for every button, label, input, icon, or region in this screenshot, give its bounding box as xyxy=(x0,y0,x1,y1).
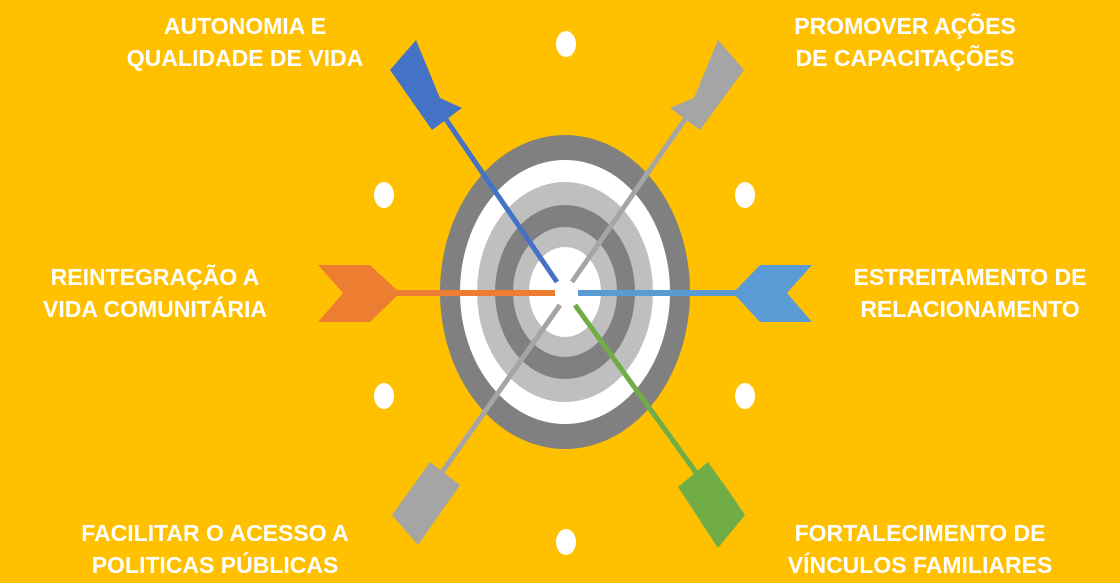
label-fortalecimento-line1: FORTALECIMENTO DE xyxy=(794,520,1046,546)
label-facilitar-line2: POLITICAS PÚBLICAS xyxy=(91,552,339,578)
dot-icon xyxy=(374,182,394,208)
dot-icon xyxy=(374,383,394,409)
label-promover-line1: PROMOVER AÇÕES xyxy=(794,13,1016,39)
dart-arrow-icon-autonomia xyxy=(390,40,560,284)
label-promover: PROMOVER AÇÕES DE CAPACITAÇÕES xyxy=(720,10,1090,74)
label-reintegracao: REINTEGRAÇÃO A VIDA COMUNITÁRIA xyxy=(0,261,310,325)
label-reintegracao-line1: REINTEGRAÇÃO A xyxy=(50,264,260,290)
label-estreitamento: ESTREITAMENTO DE RELACIONAMENTO xyxy=(820,261,1120,325)
arrow-fletching xyxy=(390,40,462,130)
arrow-shaft xyxy=(569,113,691,284)
dart-arrow-icon-reintegracao xyxy=(318,265,555,322)
dart-arrow-icon-estreitamento xyxy=(578,265,812,322)
dart-arrow-icon-fortalecimento xyxy=(572,303,745,548)
label-autonomia: AUTONOMIA E QUALIDADE DE VIDA xyxy=(60,10,430,74)
dart-arrow-icon-promover xyxy=(569,40,744,284)
label-autonomia-line2: QUALIDADE DE VIDA xyxy=(126,45,364,71)
dot-icon xyxy=(735,383,755,409)
label-facilitar-line1: FACILITAR O ACESSO A xyxy=(81,520,349,546)
dot-icon xyxy=(556,31,576,57)
arrow-fletching xyxy=(733,265,812,322)
dots-group xyxy=(374,31,755,555)
target-bullseye xyxy=(553,277,577,307)
dot-icon xyxy=(735,182,755,208)
label-autonomia-line1: AUTONOMIA E xyxy=(163,13,327,39)
dot-icon xyxy=(556,529,576,555)
label-reintegracao-line2: VIDA COMUNITÁRIA xyxy=(42,296,268,322)
dart-arrow-icon-facilitar xyxy=(392,303,563,545)
label-fortalecimento: FORTALECIMENTO DE VÍNCULOS FAMILIARES xyxy=(740,517,1100,581)
arrow-shaft xyxy=(572,303,703,480)
label-facilitar: FACILITAR O ACESSO A POLITICAS PÚBLICAS xyxy=(30,517,400,581)
target-icon xyxy=(440,135,690,449)
arrow-fletching xyxy=(670,40,744,130)
arrow-shaft xyxy=(440,113,560,284)
arrow-fletching xyxy=(318,265,400,322)
arrow-fletching xyxy=(392,462,460,545)
label-estreitamento-line1: ESTREITAMENTO DE xyxy=(853,264,1087,290)
label-fortalecimento-line2: VÍNCULOS FAMILIARES xyxy=(787,552,1053,578)
label-promover-line2: DE CAPACITAÇÕES xyxy=(795,45,1015,71)
arrow-shaft xyxy=(435,303,563,480)
label-estreitamento-line2: RELACIONAMENTO xyxy=(860,296,1080,322)
arrow-fletching xyxy=(678,462,745,548)
